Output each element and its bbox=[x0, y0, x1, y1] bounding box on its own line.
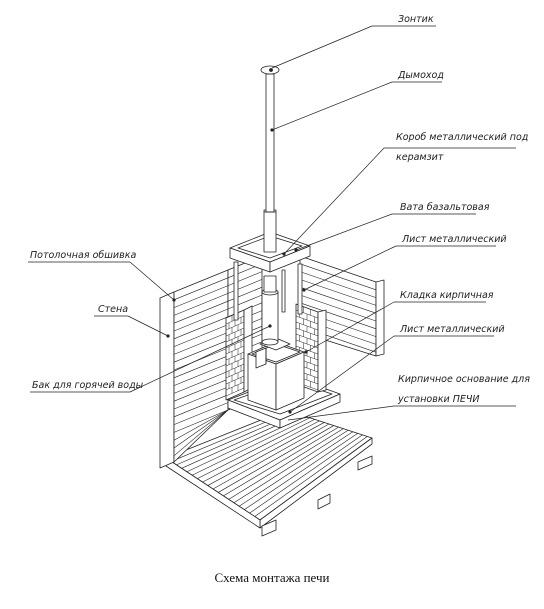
floor-plank-line bbox=[228, 428, 344, 500]
floor-plank-line bbox=[223, 426, 339, 497]
wall-board-line bbox=[173, 378, 229, 402]
brick-course-line bbox=[225, 387, 245, 397]
wall-board-line bbox=[173, 293, 229, 316]
wall-board-line bbox=[173, 394, 229, 418]
left-wall bbox=[159, 269, 229, 469]
wall-board-line bbox=[173, 332, 229, 355]
wall-board-line bbox=[173, 371, 229, 394]
wall-board-line bbox=[173, 386, 229, 410]
label-ceiling-lining: Потолочная обшивка bbox=[30, 250, 136, 261]
floor-plank-line bbox=[212, 423, 330, 490]
label-basalt-wool: Вата базальтовая bbox=[400, 202, 490, 213]
support-posts bbox=[233, 261, 303, 321]
label-metal-box-line1: Короб металлический под bbox=[396, 132, 529, 143]
wall-board-line bbox=[173, 316, 229, 340]
wall-board-line bbox=[173, 409, 229, 433]
water-tank bbox=[261, 275, 279, 346]
wall-board-line bbox=[173, 409, 229, 449]
wall-board-line bbox=[299, 279, 377, 306]
floor-plank-line bbox=[233, 429, 349, 504]
wall-board-line bbox=[173, 308, 229, 332]
wall-board-line bbox=[299, 271, 377, 298]
diagram-caption: Схема монтажа печи bbox=[214, 570, 330, 585]
leader-lines bbox=[28, 25, 516, 421]
wall-board-line bbox=[173, 363, 229, 386]
wall-board-line bbox=[299, 263, 377, 291]
wall-board-line bbox=[173, 409, 229, 457]
wall-board-line bbox=[173, 409, 229, 441]
wall-board-line bbox=[173, 339, 229, 363]
wall-board-line bbox=[299, 286, 377, 314]
leader-dots bbox=[166, 128, 308, 414]
floor-plank-line bbox=[218, 425, 334, 493]
floor-plank-line bbox=[244, 433, 358, 510]
label-brick-base-line2: установки ПЕЧИ bbox=[397, 394, 480, 405]
label-water-tank: Бак для горячей воды bbox=[32, 380, 144, 391]
floor-plank-line bbox=[202, 420, 320, 483]
wall-board-line bbox=[173, 300, 229, 324]
wall-board-line bbox=[173, 347, 229, 371]
stove bbox=[247, 337, 305, 411]
callout-labels: Зонтик Дымоход Короб металлический под к… bbox=[30, 14, 530, 405]
wall-board-line bbox=[299, 302, 377, 330]
wall-board-line bbox=[299, 294, 377, 322]
wall-board-line bbox=[173, 402, 229, 425]
floor-plank-line bbox=[191, 417, 311, 476]
label-brick-base-line1: Кирпичное основание для bbox=[398, 374, 530, 385]
label-chimney: Дымоход bbox=[397, 70, 444, 81]
label-metal-sheet-bottom: Лист металлический bbox=[399, 324, 505, 335]
floor-plank-line bbox=[254, 436, 368, 517]
floor-plank-line bbox=[238, 431, 354, 507]
wall-board-line bbox=[173, 324, 229, 347]
wall-board-line bbox=[173, 285, 229, 308]
chimney bbox=[260, 65, 280, 253]
wall-board-line bbox=[173, 277, 229, 301]
label-wall: Стена bbox=[98, 304, 128, 315]
label-umbrella: Зонтик bbox=[398, 14, 434, 25]
label-brickwork: Кладка кирпичная bbox=[400, 290, 494, 301]
label-metal-sheet-top: Лист металлический bbox=[401, 234, 507, 245]
wall-board-line bbox=[173, 355, 229, 379]
label-metal-box-line2: керамзит bbox=[396, 152, 444, 163]
floor-plank-line bbox=[197, 419, 315, 479]
floor-plank-line bbox=[207, 422, 325, 486]
floor-plank-line bbox=[249, 434, 363, 514]
